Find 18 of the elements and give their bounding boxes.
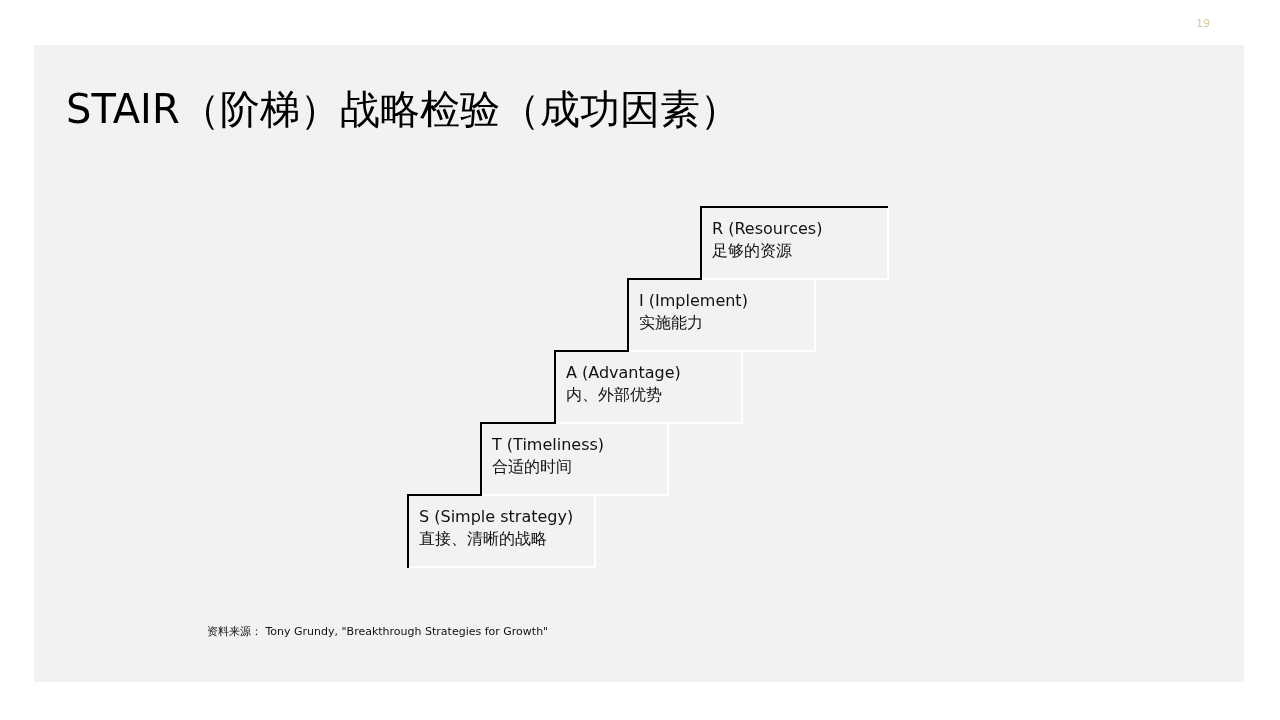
step-heading: S (Simple strategy) — [419, 506, 575, 528]
stair-step — [556, 352, 743, 424]
step-description: 直接、清晰的战略 — [419, 528, 548, 550]
step-heading: T (Timeliness) — [492, 434, 606, 456]
page-number: 19 — [1196, 17, 1210, 30]
step-description: 内、外部优势 — [566, 384, 663, 406]
step-heading: I (Implement) — [639, 290, 749, 312]
step-heading: R (Resources) — [712, 218, 824, 240]
step-heading: A (Advantage) — [566, 362, 682, 384]
step-description: 足够的资源 — [712, 240, 793, 262]
source-note: 资料来源： Tony Grundy, "Breakthrough Strategies for Growth" — [207, 624, 549, 639]
step-description: 实施能力 — [639, 312, 704, 334]
stair-step — [482, 424, 669, 496]
step-description: 合适的时间 — [492, 456, 573, 478]
slide-title: STAIR（阶梯）战略检验（成功因素） — [66, 85, 740, 134]
stair-step — [629, 280, 816, 352]
stair-step — [702, 208, 889, 280]
stair-step — [409, 496, 596, 568]
